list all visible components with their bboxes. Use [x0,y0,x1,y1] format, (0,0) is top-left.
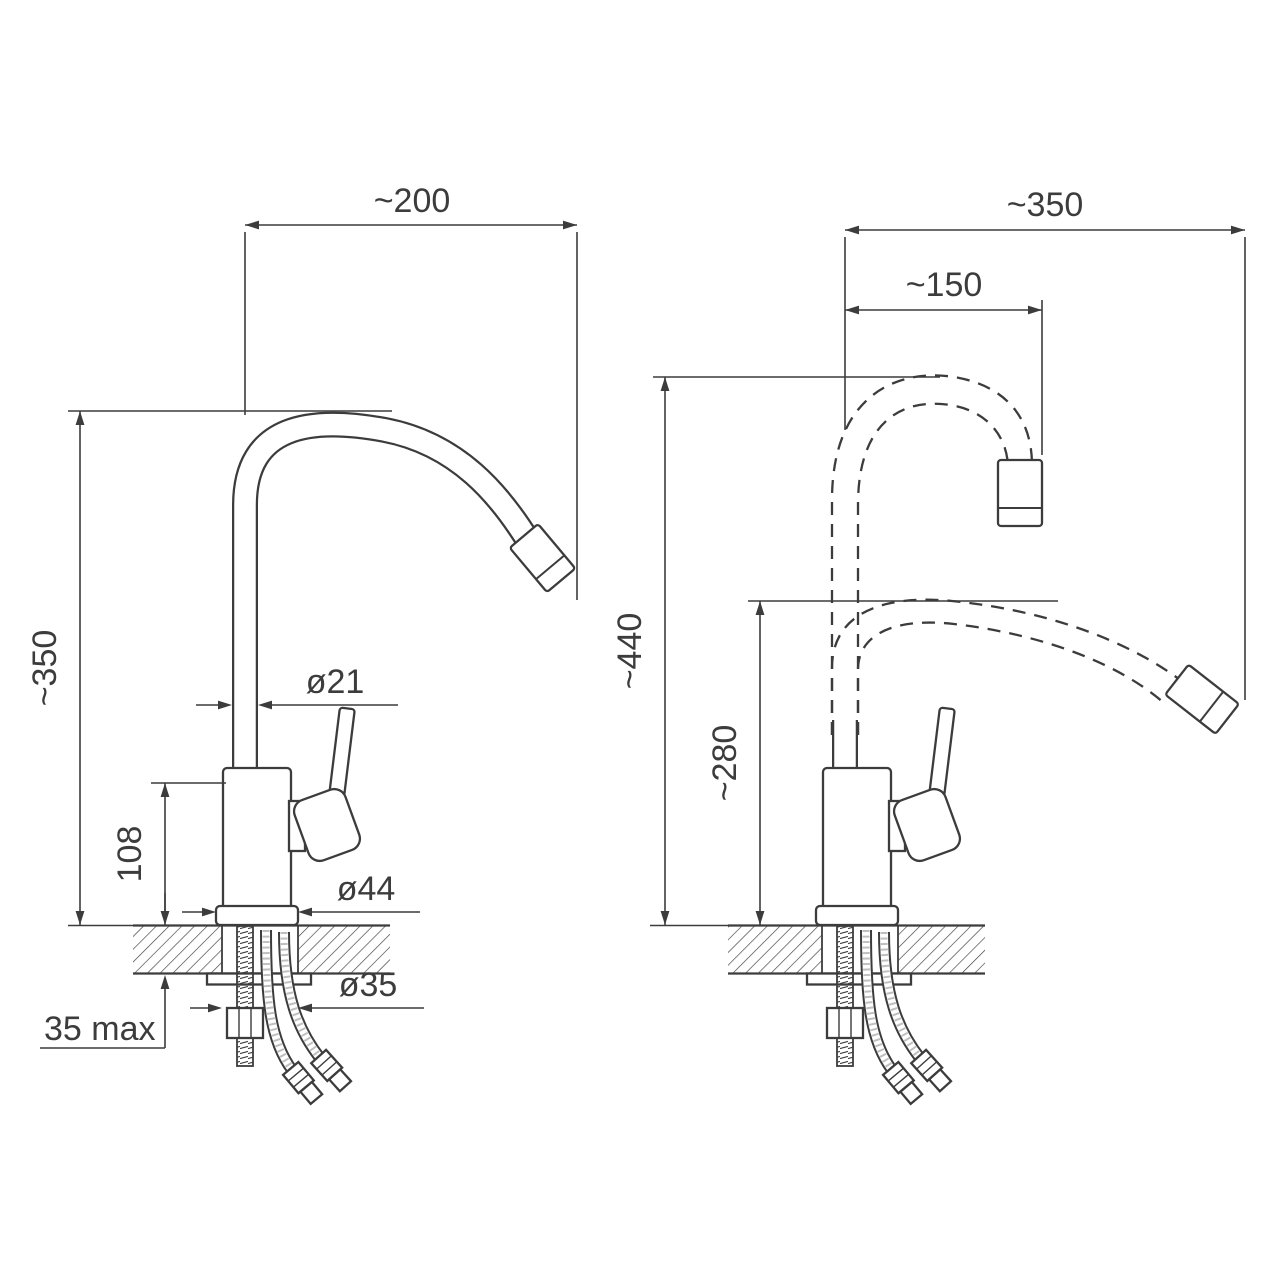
right-view: ~350 ~150 ~440 ~280 [611,186,1246,1106]
faucet-body [221,766,293,916]
faucet-body [821,766,893,916]
dim-label-body-height: 108 [111,826,149,883]
dim-label-spout-reach: ~200 [374,182,451,220]
washer [205,972,313,986]
hose-fitting [881,1060,924,1106]
countertop-left [133,924,390,975]
hose-fitting [909,1048,953,1093]
dim-label-lower-height: ~280 [706,725,744,802]
washer [805,972,913,986]
dim-label-overall-height: ~350 [26,630,64,707]
dim-label-upper-reach: ~150 [906,266,983,304]
flex-hose [278,931,325,1062]
under-counter-right [805,925,953,1106]
dim-label-upper-height: ~440 [611,613,649,690]
faucet-handle [887,706,962,863]
spout-position-lowered [830,598,1239,735]
faucet-right [814,374,1239,927]
left-view: ~200 ~350 ø21 108 ø44 [26,182,578,1106]
mounting-nut [225,1006,265,1040]
dims-left: ~200 ~350 ø21 108 ø44 [26,182,578,1049]
flex-hose [878,931,925,1062]
hose-fitting [281,1060,324,1106]
spout-tip [1165,664,1239,734]
faucet-left [214,411,576,927]
threaded-shank [236,925,254,1067]
under-counter-left [205,925,353,1106]
dim-label-base-diameter: ø44 [337,870,396,908]
dim-label-deck-thickness: 35 max [44,1010,156,1048]
faucet-handle [287,706,362,863]
dim-label-tube-diameter: ø21 [306,663,365,701]
hose-fitting [309,1048,353,1093]
spout-tip [996,458,1044,528]
flex-hose [860,929,897,1074]
dim-label-hole-diameter: ø35 [339,966,398,1004]
dim-label-max-reach: ~350 [1007,186,1084,224]
base-flange [814,904,900,927]
spout-tip [509,524,576,593]
countertop-right [728,924,985,975]
dims-right: ~350 ~150 ~440 ~280 [611,186,1246,927]
spout-position-raised [830,374,1044,735]
mounting-nut [825,1006,865,1040]
threaded-shank [836,925,854,1067]
flex-hose [260,929,297,1074]
base-flange [214,904,300,927]
